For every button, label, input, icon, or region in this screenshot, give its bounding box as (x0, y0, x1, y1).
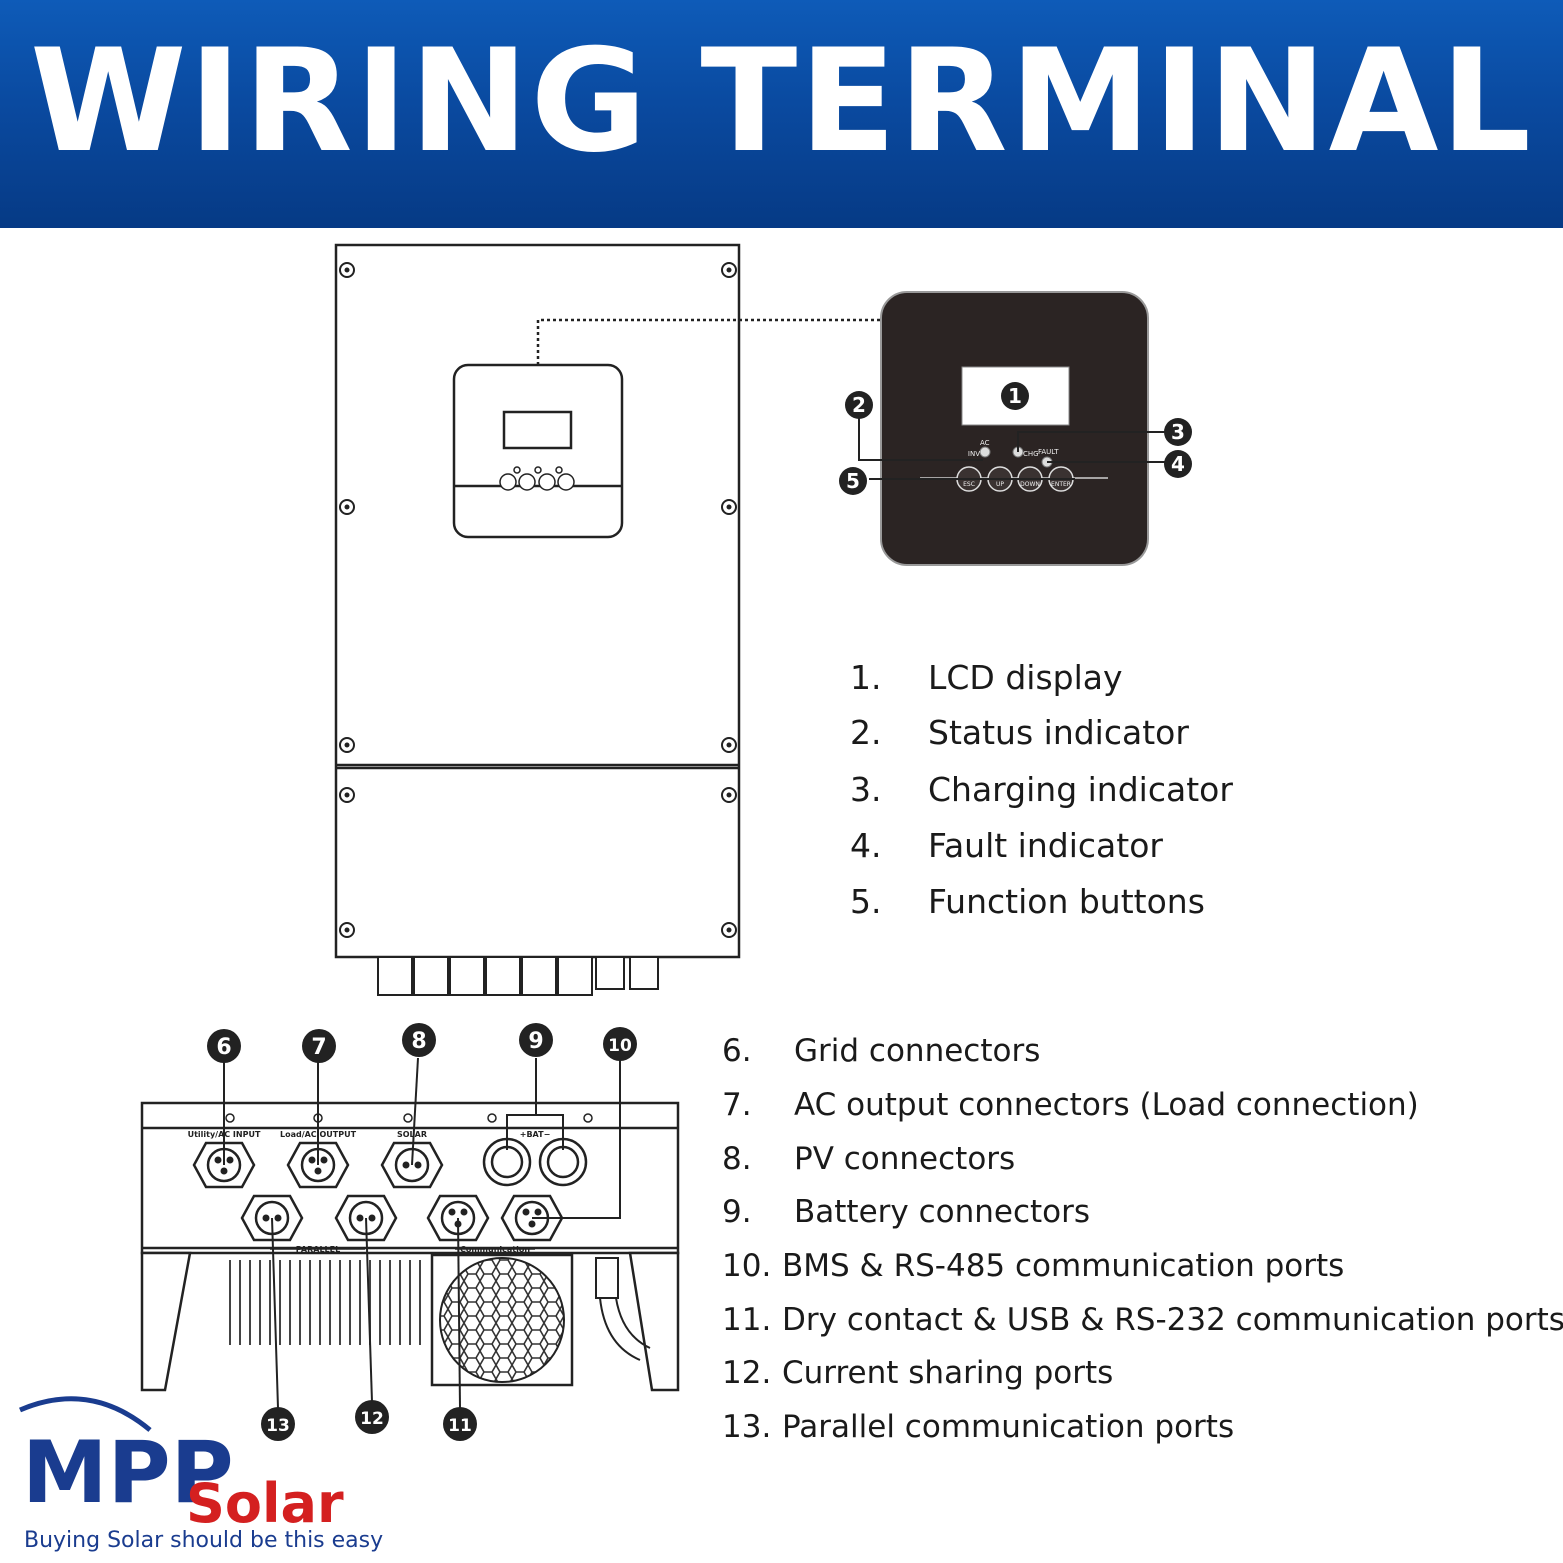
heatsink-fins (229, 1260, 421, 1345)
side-cable-gland (595, 1257, 651, 1361)
legend-item: 13.Parallel communication ports (722, 1409, 1235, 1445)
callout-7-label: 7 (311, 1035, 326, 1060)
callout-9 (519, 1023, 553, 1057)
up-label: UP (996, 481, 1004, 488)
cooling-fan (430, 1253, 574, 1387)
callout-4-label: 4 (1171, 452, 1185, 476)
led-chg-label: CHG (1023, 450, 1039, 458)
callout-8-label: 8 (411, 1029, 426, 1054)
callout-13-label: 13 (266, 1416, 290, 1436)
down-label: DOWN (1020, 481, 1040, 488)
enter-label: ENTER (1051, 481, 1071, 488)
page-title: WIRING TERMINAL (29, 19, 1534, 184)
battery-label: +BAT− (520, 1130, 551, 1139)
legend-item: 5.Function buttons (850, 882, 1205, 921)
control-panel-zoom: AC INV CHG FAULT ESC UP DOWN ENTER (880, 291, 1149, 566)
legend-item: 1.LCD display (850, 658, 1123, 697)
callout-lines-bottom (223, 1057, 621, 1409)
logo-solar: Solar (186, 1472, 344, 1535)
legend-item: 6.Grid connectors (722, 1033, 1041, 1069)
title-banner: WIRING TERMINAL (0, 0, 1563, 228)
callout-13 (261, 1407, 295, 1441)
legend-item: 2.Status indicator (850, 713, 1189, 752)
callout-1 (1001, 382, 1029, 410)
led-inv-label: INV (968, 450, 980, 458)
inverter-front (334, 243, 741, 959)
callout-9-label: 9 (528, 1029, 543, 1054)
callout-6 (207, 1029, 241, 1063)
legend-item: 11.Dry contact & USB & RS-232 communicat… (722, 1302, 1563, 1338)
callout-12 (355, 1400, 389, 1434)
legend-item: 7.AC output connectors (Load connection) (722, 1087, 1419, 1123)
callout-10 (603, 1027, 637, 1061)
logo-tagline: Buying Solar should be this easy (24, 1528, 384, 1553)
led-fault-label: FAULT (1038, 448, 1059, 456)
callout-5 (839, 467, 867, 495)
zoom-connector (536, 318, 880, 365)
legend-item: 10.BMS & RS-485 communication ports (722, 1248, 1345, 1284)
callout-11-label: 11 (448, 1416, 472, 1436)
callout-lines-top (858, 418, 1165, 480)
callout-8 (402, 1023, 436, 1057)
legend-item: 12.Current sharing ports (722, 1355, 1114, 1391)
callout-11 (443, 1407, 477, 1441)
cable-glands (377, 956, 659, 996)
led-ac-label: AC (980, 439, 990, 447)
legend-item: 3.Charging indicator (850, 770, 1233, 809)
legend-item: 9.Battery connectors (722, 1194, 1091, 1230)
callout-5-label: 5 (846, 469, 860, 493)
callout-4 (1164, 450, 1192, 478)
callout-1-label: 1 (1008, 384, 1022, 408)
legend-item: 8.PV connectors (722, 1141, 1016, 1177)
legend-item: 4.Fault indicator (850, 826, 1163, 865)
callout-7 (302, 1029, 336, 1063)
mini-panel-controls (499, 466, 575, 491)
mpp-solar-logo: MPP Solar (19, 1396, 344, 1535)
solar-label: SOLAR (397, 1130, 427, 1139)
callout-3-label: 3 (1171, 420, 1185, 444)
esc-label: ESC (963, 481, 975, 488)
callout-12-label: 12 (360, 1409, 384, 1429)
callout-2-label: 2 (852, 393, 866, 417)
callout-6-label: 6 (216, 1035, 231, 1060)
callout-10-label: 10 (608, 1036, 632, 1056)
logo-mpp: MPP (22, 1423, 234, 1523)
callout-markers (207, 382, 1192, 1441)
callout-2 (845, 391, 873, 419)
callout-3 (1164, 418, 1192, 446)
